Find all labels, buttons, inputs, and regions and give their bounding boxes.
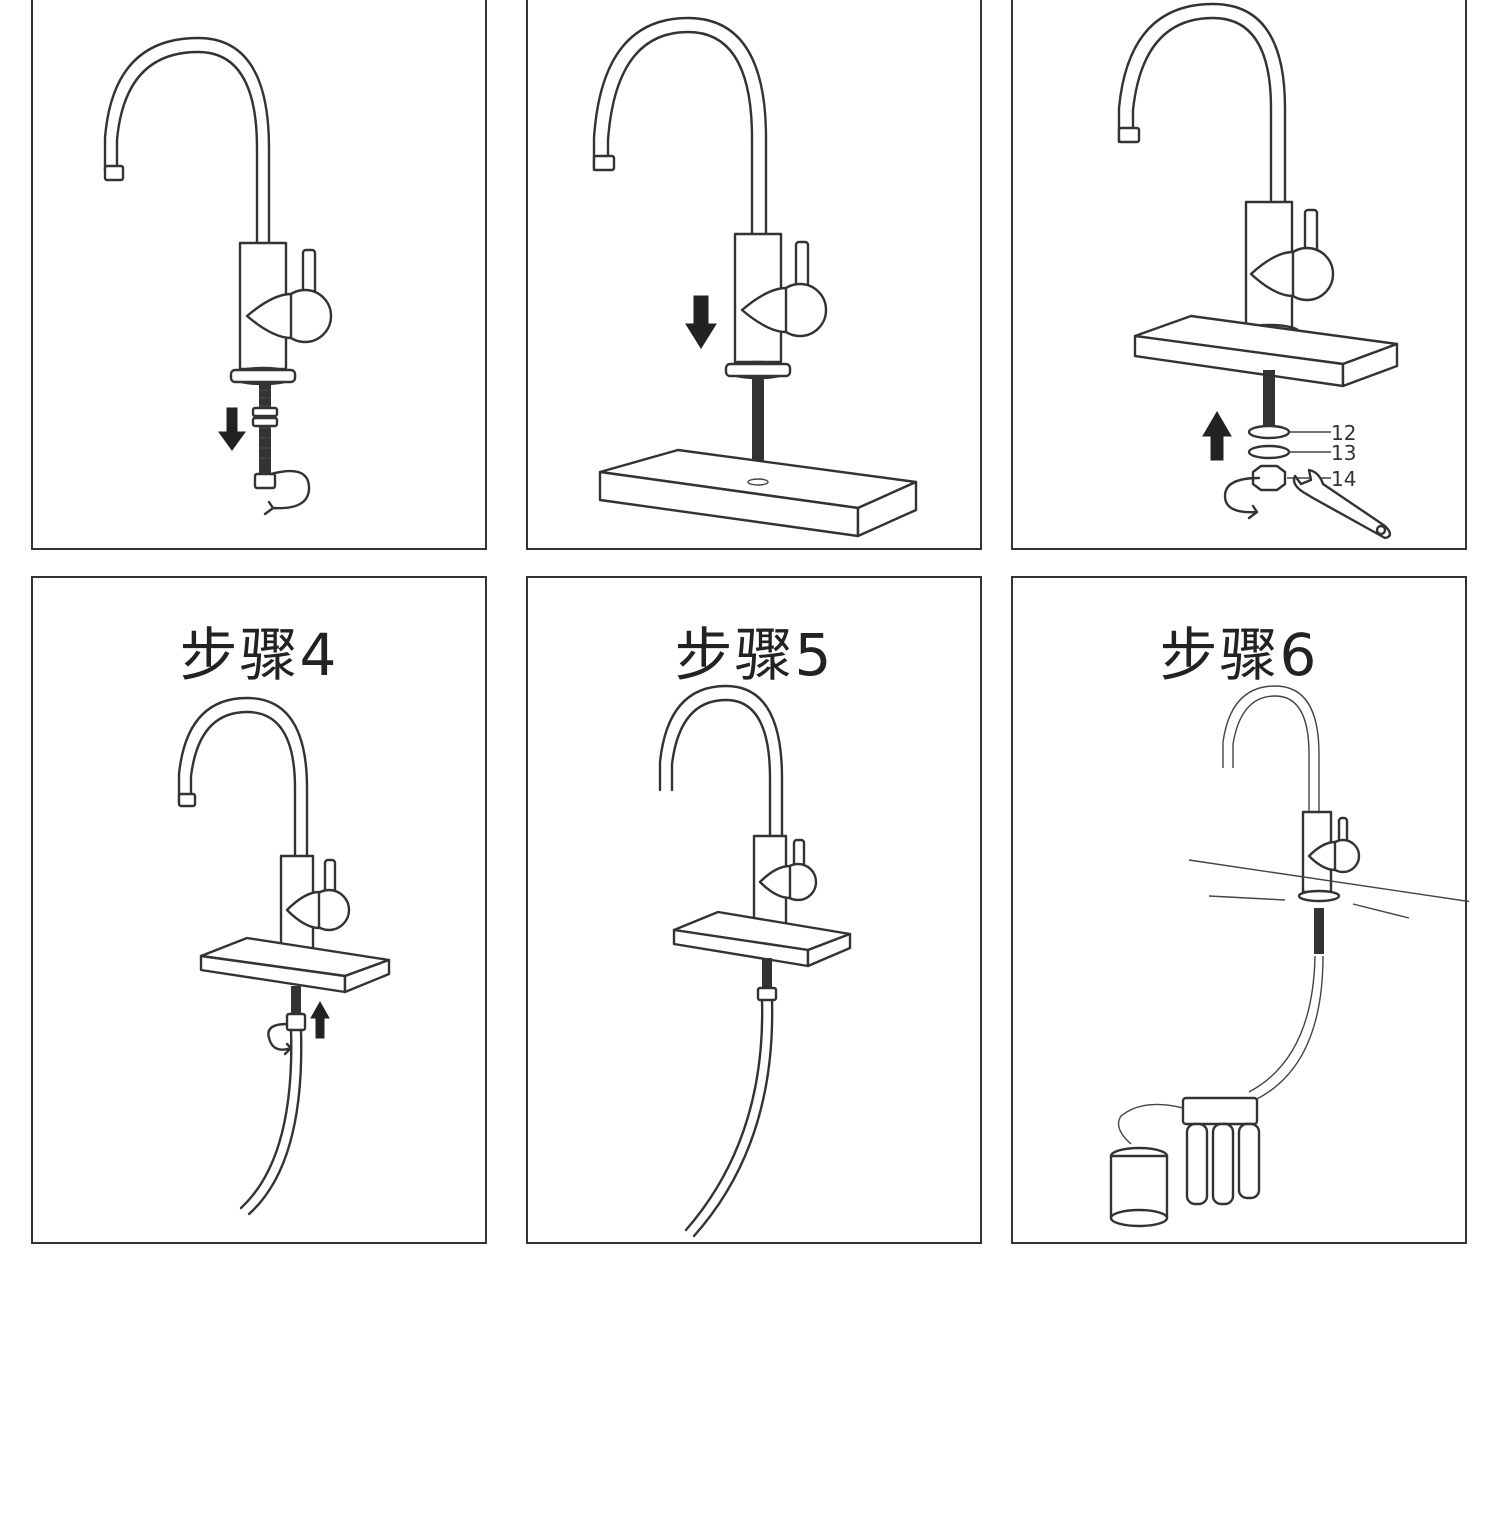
step-1-panel — [31, 0, 487, 550]
water-hose — [239, 1028, 293, 1210]
faucet-insert-illustration — [592, 16, 918, 538]
washer-12 — [1247, 424, 1291, 440]
step-6-title: 步骤6 — [1159, 621, 1319, 689]
ro-filter-system — [1109, 1096, 1261, 1228]
countertop-slab — [598, 448, 918, 538]
countertop-slab — [672, 910, 852, 968]
part-label-14: 14 — [1331, 467, 1356, 491]
step-4-title: 步骤4 — [179, 621, 339, 689]
arrow-up-icon — [310, 1000, 330, 1039]
hose-connect-illustration — [177, 696, 391, 1216]
hose-route-illustration — [658, 684, 852, 1238]
countertop-slab — [1133, 314, 1399, 388]
step-5-title: 步骤5 — [674, 621, 834, 689]
water-hose — [1248, 955, 1316, 1093]
faucet-assembly-illustration — [103, 36, 333, 516]
washer-13 — [1247, 444, 1291, 460]
step-2-panel — [526, 0, 982, 550]
water-hose — [684, 998, 764, 1232]
step-6-panel: 步骤6 — [1011, 576, 1469, 1244]
arrow-up-icon — [1202, 411, 1232, 461]
step-3-panel: 12 13 14 — [1011, 0, 1467, 550]
step-4-panel: 步骤4 — [31, 576, 487, 1244]
wrench-icon — [1292, 468, 1392, 540]
part-label-12: 12 — [1331, 421, 1356, 445]
threaded-rod — [1263, 370, 1275, 428]
threaded-rod — [752, 378, 764, 482]
arrow-down-icon — [218, 407, 246, 451]
part-label-13: 13 — [1331, 441, 1356, 465]
filter-system-illustration — [1109, 685, 1469, 1228]
rotate-arrow-icon — [267, 1022, 293, 1056]
arrow-down-icon — [685, 295, 717, 349]
faucet-fasten-illustration: 12 13 14 — [1117, 2, 1399, 540]
rotate-arrow-icon — [1223, 476, 1261, 520]
step-5-panel: 步骤5 — [526, 576, 982, 1244]
rotate-arrow-icon — [263, 469, 311, 516]
nut-14 — [1251, 464, 1287, 492]
countertop-slab — [199, 936, 391, 994]
